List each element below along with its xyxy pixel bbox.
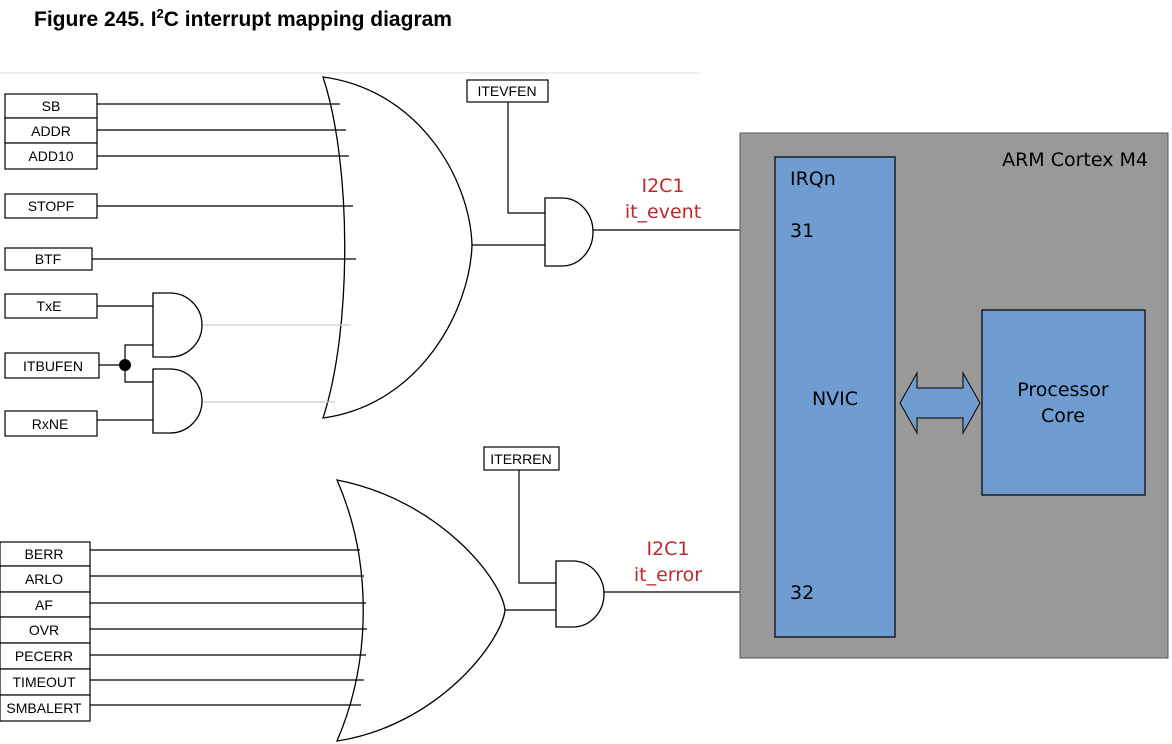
input-label-txe: TxE	[37, 298, 62, 314]
core-label-line2: Core	[1041, 405, 1085, 427]
input-box-rxne	[4, 410, 98, 437]
processor-core-block	[981, 309, 1146, 496]
input-box-itbufen	[4, 352, 100, 379]
input-box-sb	[4, 93, 98, 119]
event-signal-line2: it_event	[625, 201, 701, 223]
event-signal-line1: I2C1	[641, 175, 684, 197]
enable-label-iterren: ITERREN	[490, 451, 551, 467]
input-label-ovr: OVR	[29, 622, 59, 638]
figure-title: Figure 245. I2C interrupt mapping diagra…	[34, 6, 452, 31]
input-box-add10	[4, 142, 98, 170]
error-or-gate	[335, 479, 506, 742]
enable-box-iterren	[483, 446, 560, 471]
input-label-timeout: TIMEOUT	[13, 674, 76, 690]
input-label-smbalert: SMBALERT	[6, 700, 82, 716]
rxne-and-gate	[152, 368, 203, 434]
input-label-addr: ADDR	[31, 123, 71, 139]
input-label-btf: BTF	[35, 251, 61, 267]
irq-label: IRQn	[790, 168, 836, 190]
input-label-pecerr: PECERR	[15, 648, 73, 664]
input-label-add10: ADD10	[28, 148, 73, 164]
input-box-arlo	[0, 565, 91, 593]
error-signal-line2: it_error	[634, 564, 702, 586]
input-label-berr: BERR	[25, 546, 64, 562]
wire-iterren	[518, 470, 556, 584]
input-label-itbufen: ITBUFEN	[23, 358, 83, 374]
bidirectional-arrow-icon	[899, 371, 981, 435]
input-label-sb: SB	[42, 98, 61, 114]
input-box-af	[0, 591, 91, 618]
event-and-gate	[544, 197, 594, 267]
input-label-rxne: RxNE	[32, 416, 69, 432]
wire-itevfen	[507, 102, 545, 214]
input-box-smbalert	[0, 694, 91, 722]
input-box-stopf	[4, 193, 98, 219]
event-or-gate	[322, 76, 473, 419]
error-signal-line1: I2C1	[646, 538, 689, 560]
nvic-block	[774, 156, 896, 638]
input-box-berr	[0, 541, 91, 567]
nvic-label: NVIC	[812, 388, 858, 410]
input-box-txe	[4, 293, 98, 319]
input-box-ovr	[0, 616, 91, 644]
core-label-line1: Processor	[1017, 379, 1109, 401]
input-label-arlo: ARLO	[25, 571, 63, 587]
irq-error-number: 32	[790, 582, 814, 604]
txe-and-gate	[152, 292, 203, 358]
input-label-af: AF	[35, 597, 53, 613]
enable-label-itevfen: ITEVFEN	[477, 83, 536, 99]
error-and-gate	[555, 560, 605, 628]
cpu-title: ARM Cortex M4	[1002, 149, 1148, 171]
input-box-pecerr	[0, 642, 91, 670]
junction-dot	[119, 359, 131, 371]
input-label-stopf: STOPF	[28, 198, 74, 214]
irq-event-number: 31	[790, 220, 814, 242]
